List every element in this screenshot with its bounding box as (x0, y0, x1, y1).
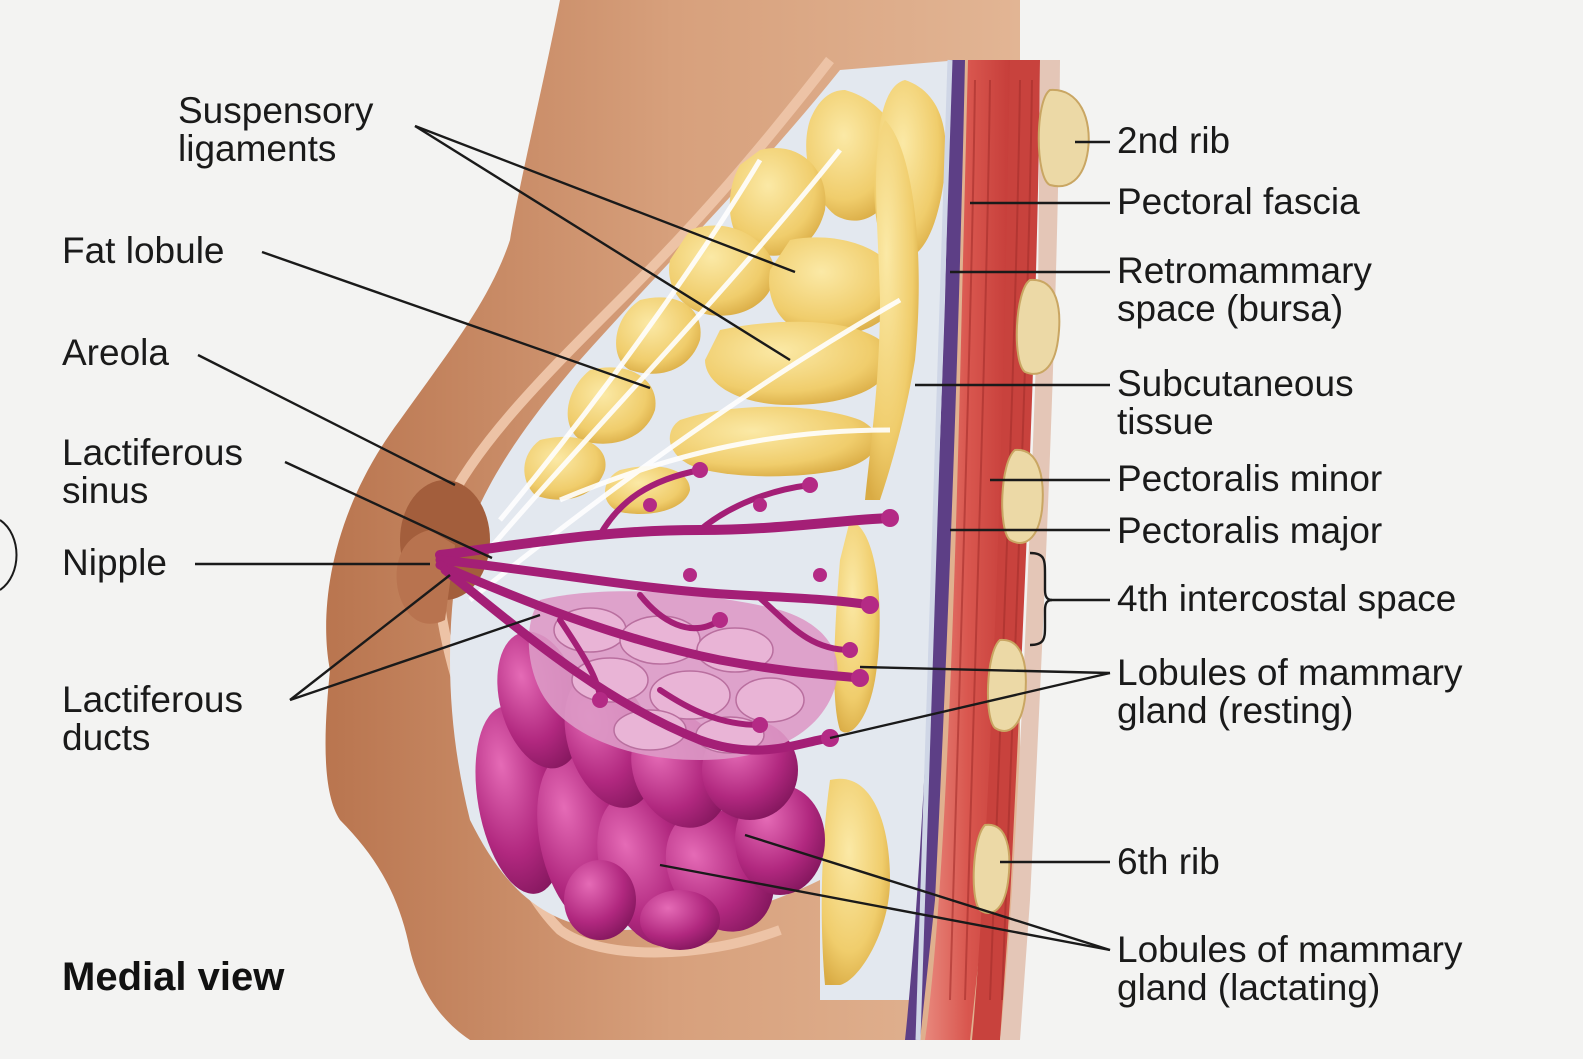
pectoral-fascia-band (905, 60, 965, 1040)
label-lactiferous-sinus-line2: sinus (62, 470, 149, 511)
label-areola: Areola (62, 332, 169, 373)
label-lactiferous-ducts-line2: ducts (62, 717, 151, 758)
label-retromammary-line1: Retromammary (1117, 250, 1372, 291)
label-2nd-rib: 2nd rib (1117, 120, 1231, 161)
label-fat-lobule: Fat lobule (62, 230, 225, 271)
label-lobules-lactating-line1: Lobules of mammary (1117, 929, 1463, 970)
label-lobules-resting-line2: gland (resting) (1117, 690, 1354, 731)
label-suspensory-line1: Suspensory (178, 90, 374, 131)
edge-mark (0, 519, 18, 591)
label-subcutaneous-line2: tissue (1117, 401, 1214, 442)
label-pectoralis-minor: Pectoralis minor (1117, 458, 1383, 499)
label-4th-intercostal-space: 4th intercostal space (1117, 578, 1457, 619)
lactiferous-duct-tree (435, 467, 895, 755)
label-lobules-resting-line1: Lobules of mammary (1117, 652, 1463, 693)
label-pectoral-fascia: Pectoral fascia (1117, 181, 1360, 222)
retromammary-line (915, 59, 953, 1041)
label-subcutaneous-line1: Subcutaneous (1117, 363, 1354, 404)
leader-lines (195, 124, 1111, 952)
ligament-strands (468, 148, 902, 602)
label-lactiferous-sinus-line1: Lactiferous (62, 432, 243, 473)
ribs (972, 88, 1090, 914)
label-lobules-lactating-line2: gland (lactating) (1117, 967, 1381, 1008)
label-suspensory-line2: ligaments (178, 128, 337, 169)
label-retromammary-line2: space (bursa) (1117, 288, 1344, 329)
label-pectoralis-major: Pectoralis major (1117, 510, 1383, 551)
label-lactiferous-ducts-line1: Lactiferous (62, 679, 243, 720)
label-nipple: Nipple (62, 542, 167, 583)
label-6th-rib: 6th rib (1117, 841, 1220, 882)
view-title: Medial view (62, 955, 285, 999)
